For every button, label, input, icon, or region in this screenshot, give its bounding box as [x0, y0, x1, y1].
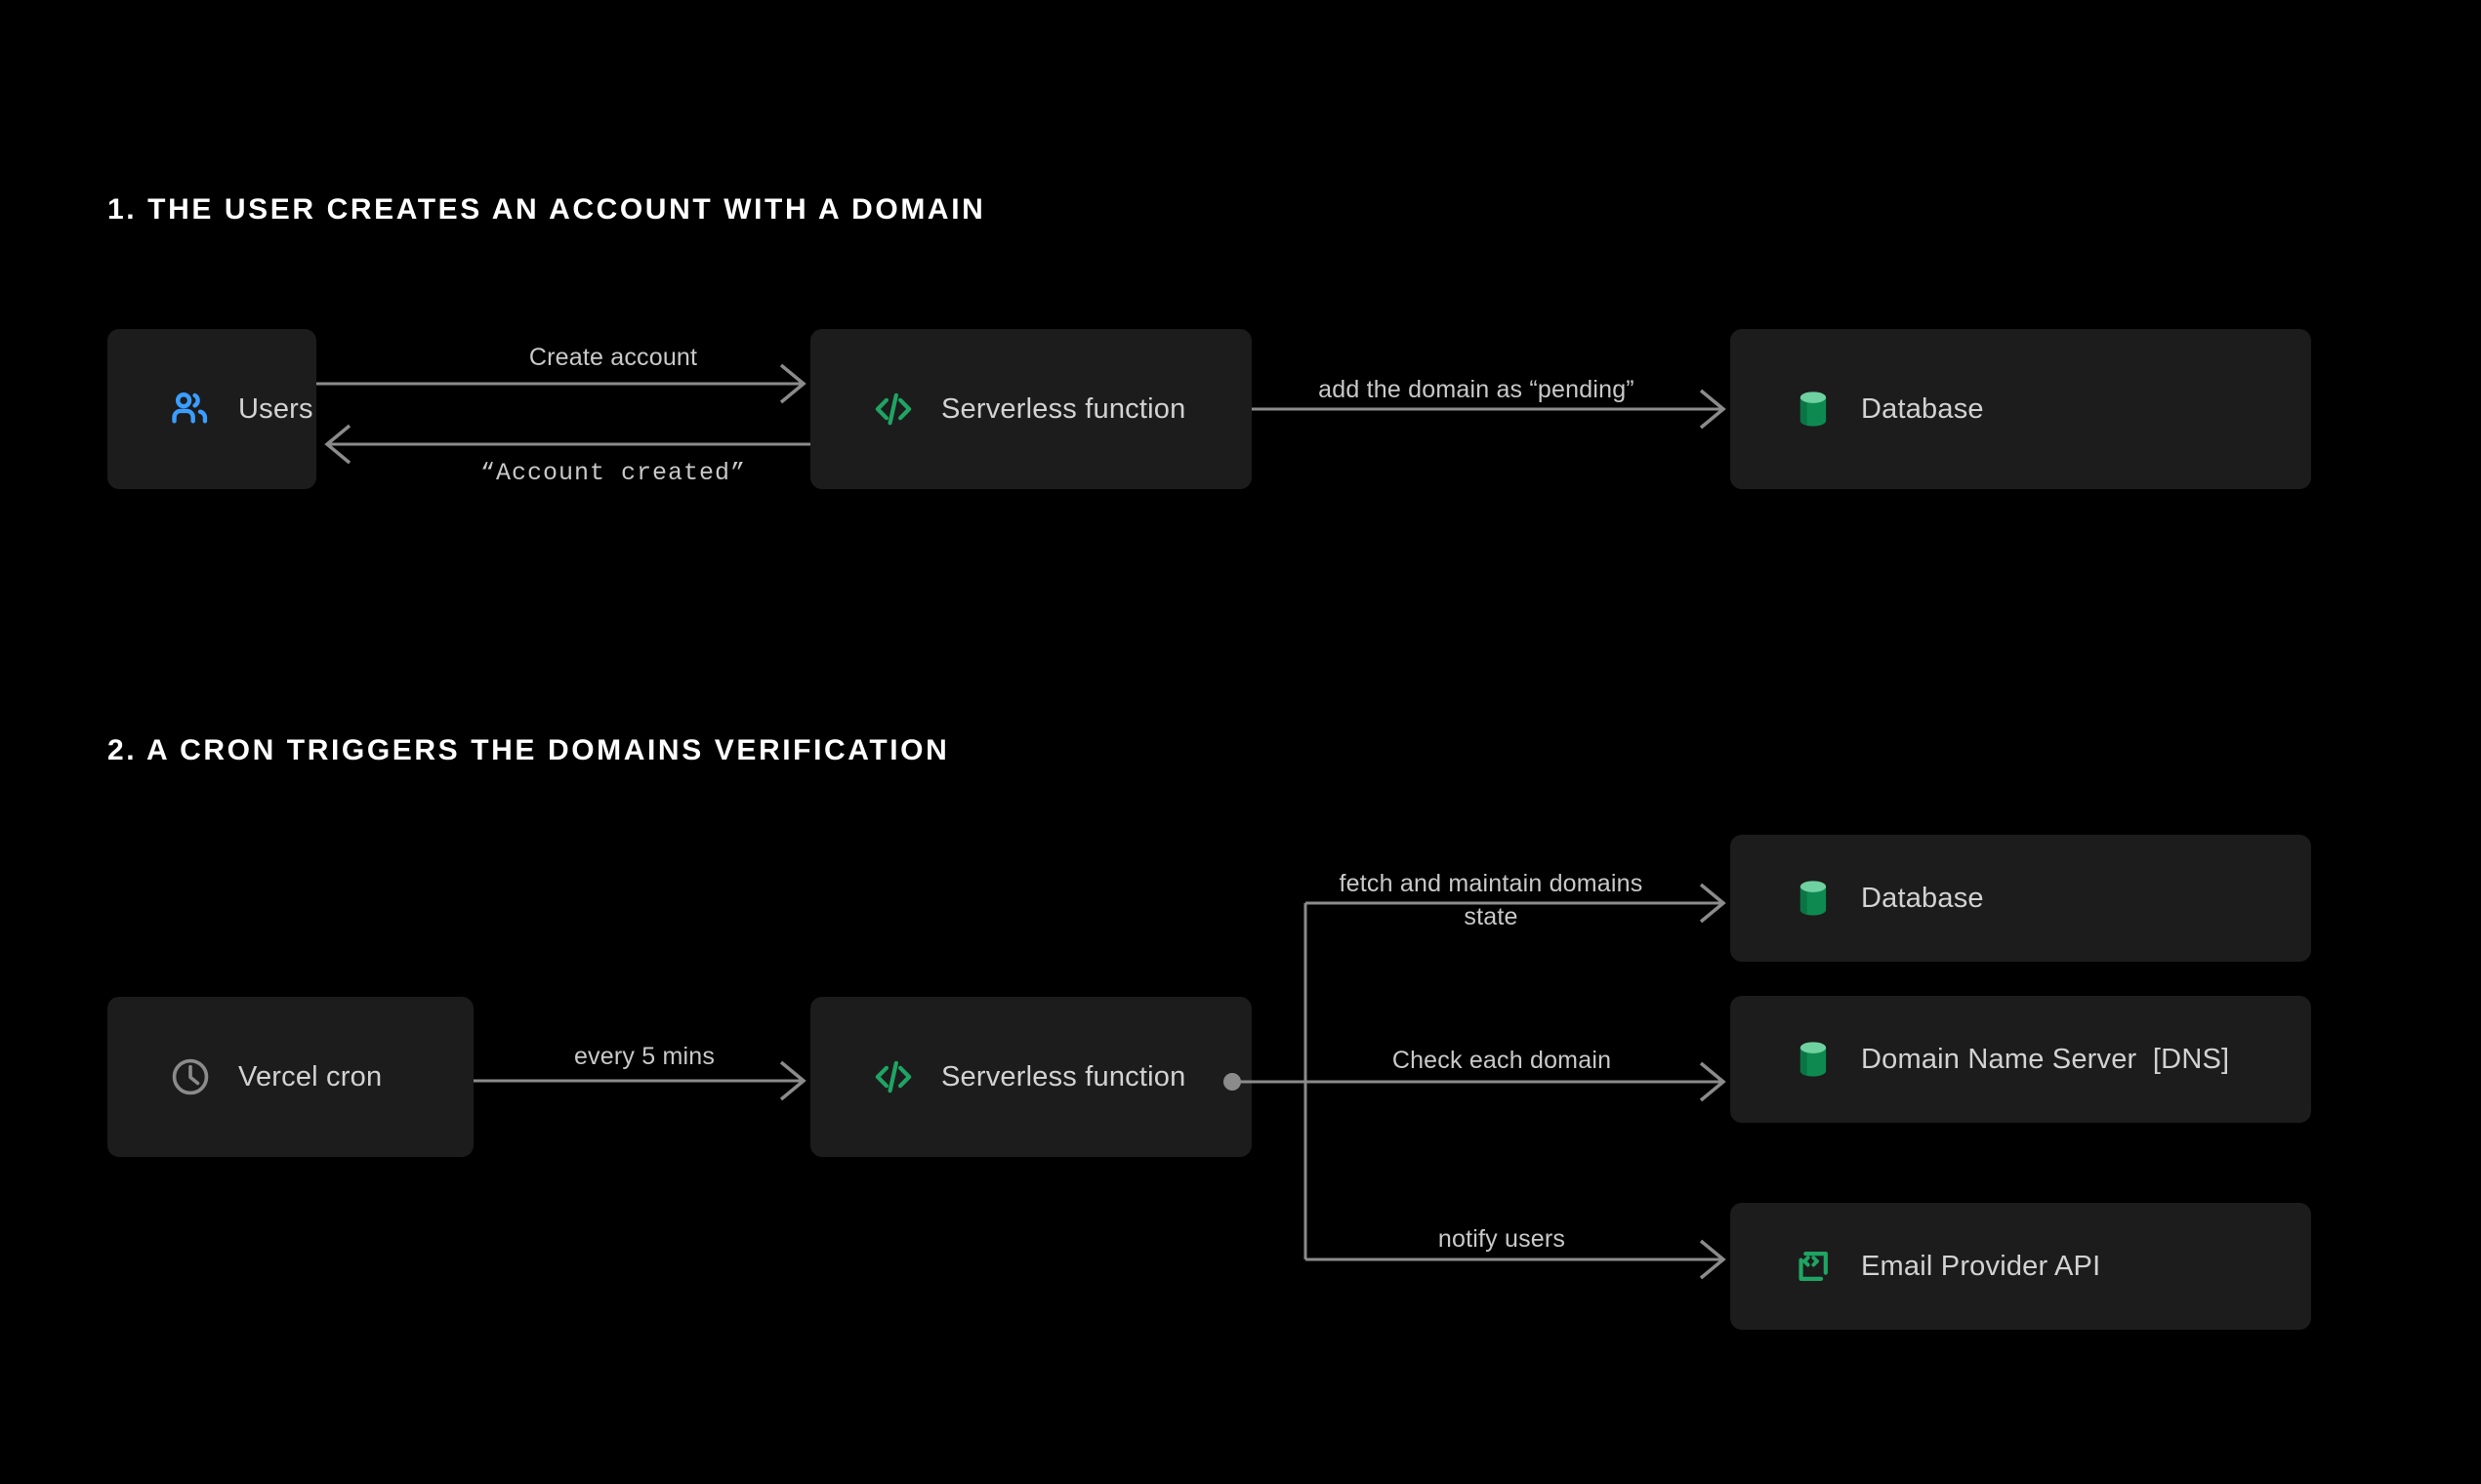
edge-add-domain-arrowhead — [1699, 389, 1726, 430]
clock-icon — [168, 1054, 213, 1099]
node-email-provider-api[interactable]: Email Provider API — [1730, 1203, 2311, 1330]
node-serverless-function-2[interactable]: Serverless function — [810, 997, 1252, 1157]
edge-label-check-domain: Check each domain — [1391, 1047, 1612, 1074]
node-users-label: Users — [238, 392, 313, 425]
node-database-1[interactable]: Database — [1730, 329, 2311, 489]
users-icon — [168, 387, 213, 432]
code-icon — [871, 1054, 916, 1099]
node-database-1-label: Database — [1861, 392, 1984, 425]
edge-fetch-maintain-arrowhead — [1699, 883, 1726, 924]
node-domain-name-server-label: Domain Name Server [DNS] — [1861, 1043, 2230, 1075]
node-email-provider-api-label: Email Provider API — [1861, 1250, 2101, 1282]
edge-notify-users-arrowhead — [1699, 1239, 1726, 1280]
node-database-2-label: Database — [1861, 882, 1984, 914]
node-serverless-function-1-label: Serverless function — [941, 392, 1186, 425]
edge-every-5-mins-arrowhead — [779, 1060, 806, 1101]
edge-check-domain-arrowhead — [1699, 1061, 1726, 1102]
node-domain-name-server[interactable]: Domain Name Server [DNS] — [1730, 996, 2311, 1123]
edge-create-account-arrowhead — [779, 363, 806, 404]
node-vercel-cron[interactable]: Vercel cron — [107, 997, 474, 1157]
edge-label-create-account: Create account — [528, 344, 698, 371]
node-serverless-function-2-label: Serverless function — [941, 1060, 1186, 1092]
database-icon — [1791, 1037, 1836, 1082]
node-database-2[interactable]: Database — [1730, 835, 2311, 962]
edge-label-fetch-maintain: fetch and maintain domains state — [1339, 870, 1643, 930]
section-2-title: 2. A CRON TRIGGERS THE DOMAINS VERIFICAT… — [107, 734, 950, 766]
edge-label-account-created: “Account created” — [479, 459, 747, 487]
node-vercel-cron-label: Vercel cron — [238, 1060, 383, 1092]
edge-label-notify-users: notify users — [1437, 1225, 1566, 1253]
edge-label-add-domain: add the domain as “pending” — [1318, 376, 1634, 403]
node-serverless-function-1[interactable]: Serverless function — [810, 329, 1252, 489]
database-icon — [1791, 387, 1836, 432]
section-1-title: 1. THE USER CREATES AN ACCOUNT WITH A DO… — [107, 193, 986, 226]
code-icon — [871, 387, 916, 432]
database-icon — [1791, 876, 1836, 921]
node-users[interactable]: Users — [107, 329, 316, 489]
edge-account-created-arrowhead — [324, 424, 351, 465]
edge-label-every-5-mins: every 5 mins — [573, 1043, 716, 1070]
code-bracket-icon — [1791, 1244, 1836, 1289]
